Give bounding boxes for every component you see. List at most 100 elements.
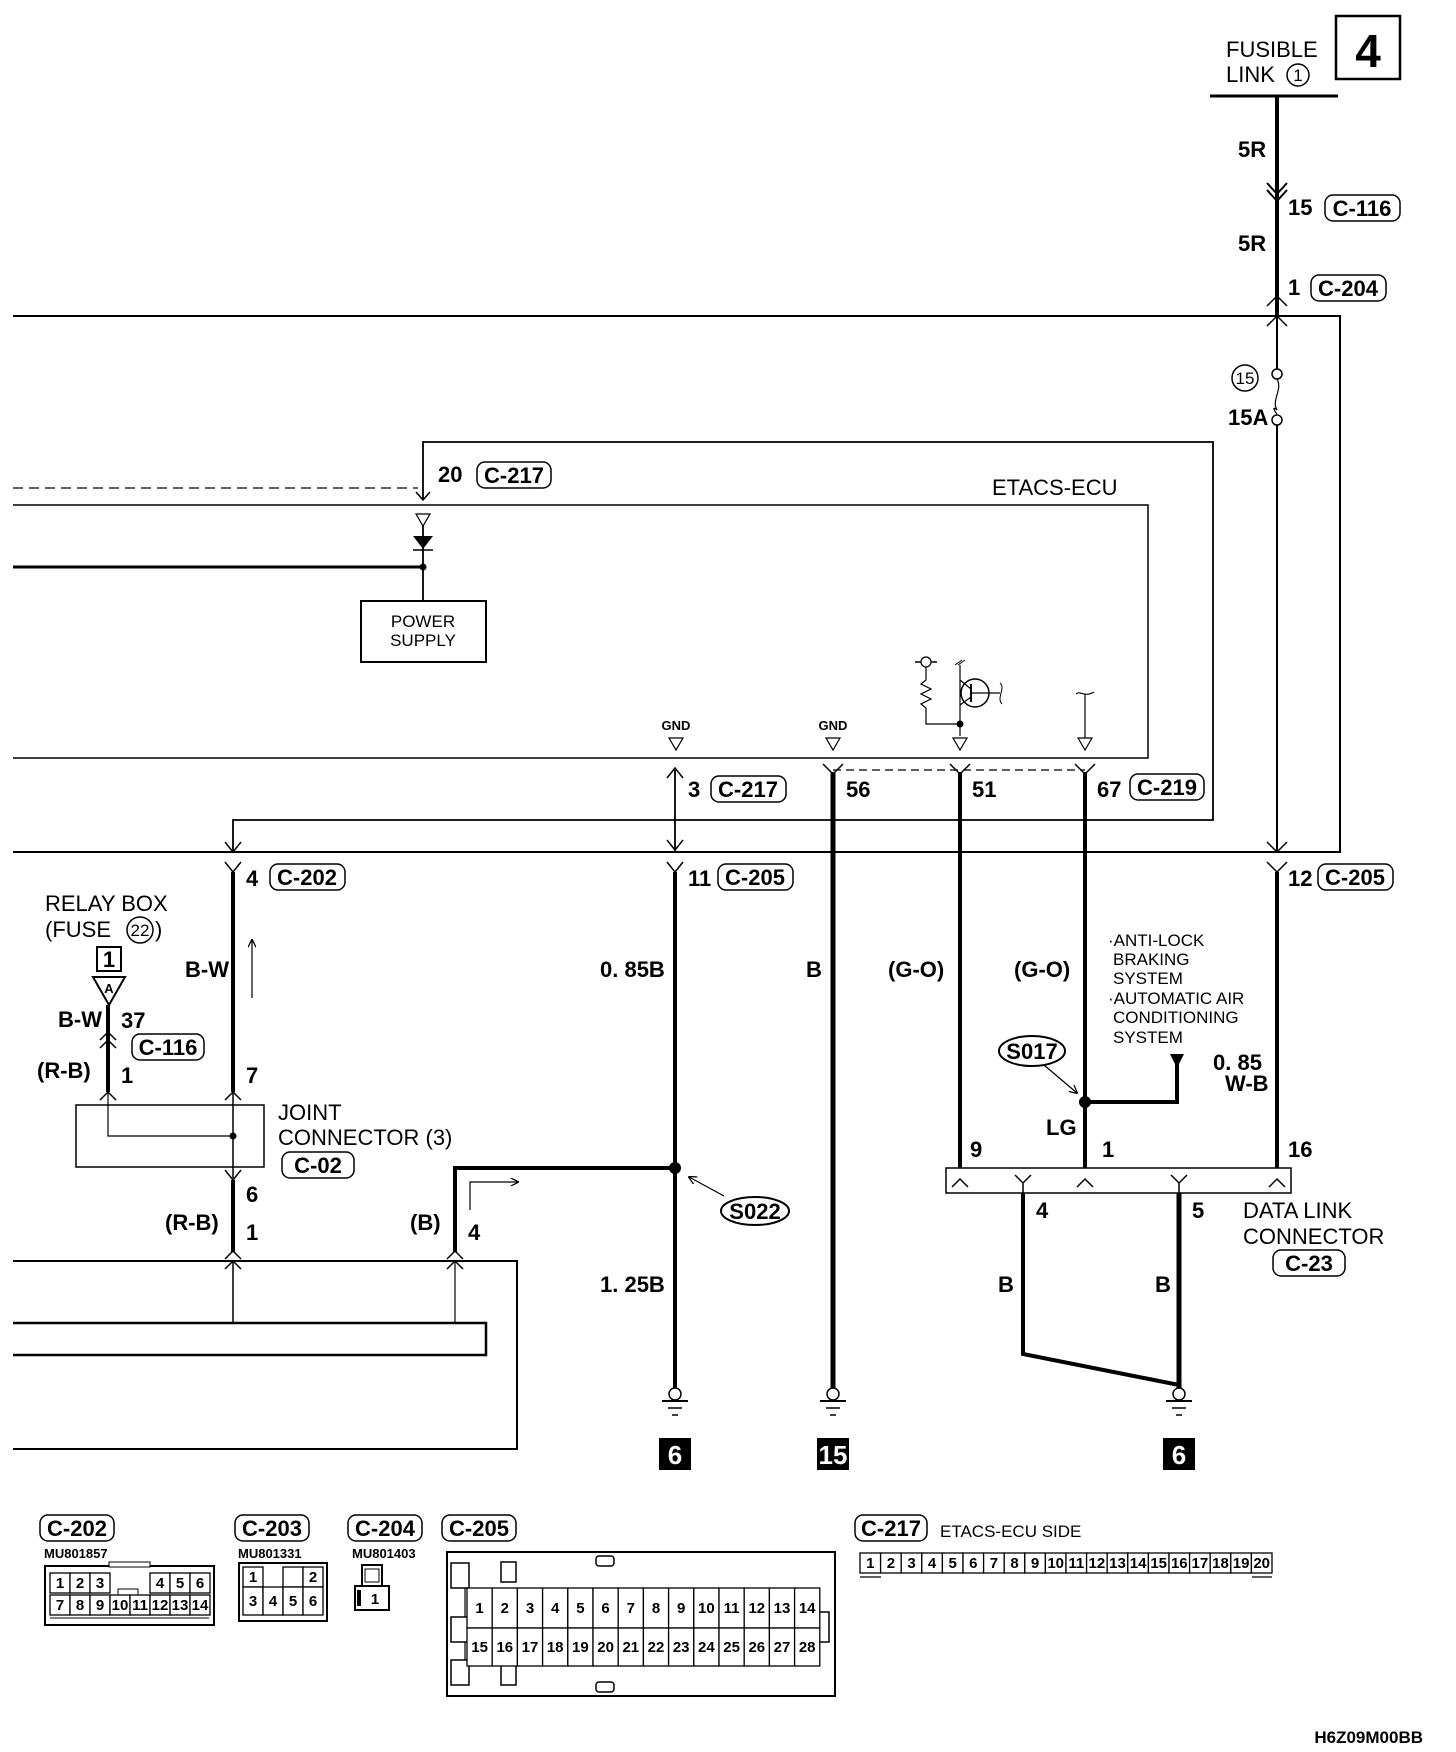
data-link-connector: ·ANTI-LOCK BRAKING SYSTEM ·AUTOMATIC AIR… <box>945 931 1384 1388</box>
c205-cell <box>743 1587 771 1629</box>
conn-c219: C-219 <box>1137 775 1197 800</box>
c202-cell <box>189 1572 211 1594</box>
c217-pin-label: 11 <box>1068 1555 1084 1572</box>
ground-ref-number: 15 <box>819 1440 848 1470</box>
relay-wire-color: B-W <box>58 1007 102 1032</box>
c205-pin-label: 11 <box>724 1600 740 1617</box>
c205-pin-label: 24 <box>698 1639 715 1656</box>
pin-51: 51 <box>972 777 996 802</box>
c202-pin-label: 4 <box>156 1575 165 1592</box>
junction-box-outline <box>13 315 1341 853</box>
conn-c02: C-02 <box>294 1153 342 1178</box>
c205-pin-label: 26 <box>748 1639 765 1656</box>
c217-pin-label: 14 <box>1130 1555 1147 1572</box>
c217-pin-label: 7 <box>990 1555 998 1572</box>
pin-56: 56 <box>846 777 870 802</box>
c204-pin: 1 <box>371 1591 379 1608</box>
pin-37: 37 <box>121 1008 145 1033</box>
c205-title: C-205 <box>449 1516 509 1541</box>
c217-pin-label: 1 <box>866 1555 874 1572</box>
drawing-code: H6Z09M00BB <box>1314 1728 1423 1747</box>
c202-pin-label: 8 <box>76 1597 84 1614</box>
c205-pin-label: 25 <box>723 1639 740 1656</box>
c217-pin-label: 2 <box>887 1555 895 1572</box>
c205-cell <box>718 1627 745 1667</box>
c217-pin-label: 17 <box>1192 1555 1209 1572</box>
b-wire-pin-4: 4 <box>468 1220 481 1245</box>
c205-cell <box>466 1627 493 1667</box>
c205-pin-label: 1 <box>475 1600 483 1617</box>
fusible-link-label-2: LINK <box>1226 62 1275 87</box>
c217-cell <box>1250 1552 1273 1574</box>
power-supply-label-1: POWER <box>391 612 455 631</box>
ground-icon <box>1172 1387 1186 1401</box>
c202-pin-label: 1 <box>56 1575 64 1592</box>
joint-pin-6: 6 <box>246 1182 258 1207</box>
c205-pin-label: 19 <box>572 1639 589 1656</box>
joint-connector: JOINT CONNECTOR (3) C-02 6 (R-B) 1 <box>75 1090 452 1323</box>
etacs-ecu: 20 C-217 ETACS-ECU POWER SUPPLY GND GND <box>13 441 1214 852</box>
c205-cell <box>491 1627 519 1667</box>
relay-box-fuse-label: (FUSE <box>45 917 111 942</box>
c217-title: C-217 <box>861 1516 921 1541</box>
relay-triangle-label: A <box>104 981 114 996</box>
page-ref-number: 4 <box>1355 25 1381 77</box>
conn-c217-pin20: C-217 <box>484 463 544 488</box>
c205-pin-label: 10 <box>698 1600 715 1617</box>
pin-12: 12 <box>1288 866 1312 891</box>
c202-cell <box>189 1594 211 1616</box>
ground-icon <box>826 1387 840 1401</box>
c205-pin-label: 22 <box>648 1639 665 1656</box>
pin-1: 1 <box>1288 275 1300 300</box>
c202-pin-label: 11 <box>132 1597 148 1614</box>
c203-pin-label: 6 <box>309 1593 317 1610</box>
c205-pin-label: 27 <box>774 1639 791 1656</box>
fuse-rating: 15A <box>1228 405 1268 430</box>
c217-caption: ETACS-ECU SIDE <box>940 1522 1081 1541</box>
c205-cell <box>516 1627 544 1667</box>
conn-c204: C-204 <box>1318 276 1379 301</box>
joint-wire-color: (R-B) <box>165 1210 219 1235</box>
page-ref-box <box>1334 14 1402 81</box>
c203-pin-label: 2 <box>309 1569 317 1586</box>
c205-cell <box>541 1627 569 1667</box>
c203-part: MU801331 <box>238 1546 302 1561</box>
wire-go-1: (G-O) <box>888 957 944 982</box>
wire-085b: 0. 85B <box>600 957 665 982</box>
c217-pin-label: 9 <box>1031 1555 1039 1572</box>
c205-pin-label: 6 <box>601 1600 609 1617</box>
dlc-pin-16: 16 <box>1288 1137 1312 1162</box>
c217-pin-label: 8 <box>1010 1555 1018 1572</box>
c205-pin-label: 18 <box>547 1639 564 1656</box>
bw-wire-color: B-W <box>185 957 229 982</box>
wires <box>231 772 1279 1390</box>
c205-pin-label: 17 <box>522 1639 539 1656</box>
c217-pin-label: 15 <box>1150 1555 1167 1572</box>
ground-ref-box <box>1163 1438 1195 1470</box>
c203-pin-label: 1 <box>249 1569 257 1586</box>
relay-wire-color-rb: (R-B) <box>37 1058 91 1083</box>
c217-pin-label: 5 <box>949 1555 957 1572</box>
c217-pin-label: 16 <box>1171 1555 1188 1572</box>
c205-pin-label: 5 <box>576 1600 584 1617</box>
c204-title: C-204 <box>355 1516 416 1541</box>
c205-cell <box>768 1627 796 1667</box>
splice-s022: S022 <box>729 1199 780 1224</box>
relay-fuse-close: ) <box>155 917 162 942</box>
c202-title: C-202 <box>47 1516 107 1541</box>
c202-pin-label: 12 <box>152 1597 169 1614</box>
pin-20: 20 <box>438 462 462 487</box>
wire-125b: 1. 25B <box>600 1272 665 1297</box>
c202-pin-label: 7 <box>56 1597 64 1614</box>
ground-ref-box <box>659 1438 691 1470</box>
power-wire: 5R 15 C-116 5R 1 C-204 15 15A <box>1228 96 1401 852</box>
junction-pins: 4 C-202 11 C-205 12 C-205 <box>224 841 1394 891</box>
relay-pin-1: 1 <box>121 1063 133 1088</box>
c203-title: C-203 <box>242 1516 302 1541</box>
pin-15: 15 <box>1288 195 1312 220</box>
c205-cell <box>743 1627 771 1667</box>
relay-box-number: 1 <box>103 947 115 972</box>
